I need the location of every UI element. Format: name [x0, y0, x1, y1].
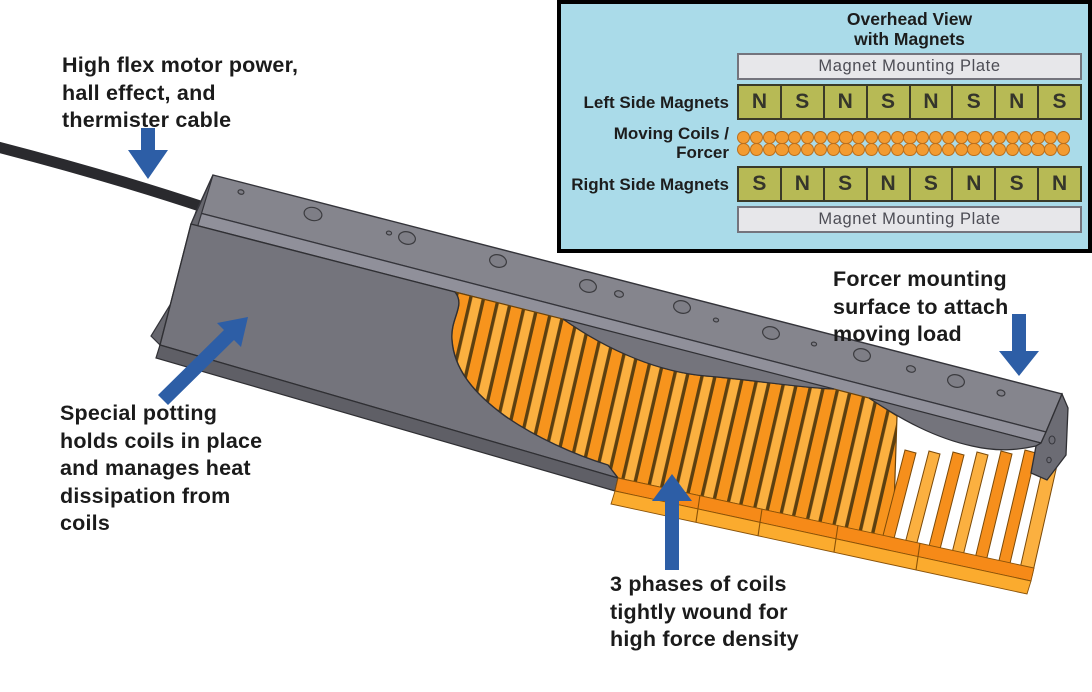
- magnet-cell: N: [994, 84, 1040, 121]
- moving-coils-label: Moving Coils / Forcer: [613, 124, 729, 163]
- coil-dot: [1056, 142, 1071, 156]
- coil-dot: [992, 142, 1007, 156]
- inset-top-plate-row: Magnet Mounting Plate: [565, 53, 1082, 81]
- coil-bottom-strip: [610, 477, 1035, 595]
- coil-dot: [737, 142, 751, 156]
- magnet-cell: S: [951, 84, 997, 121]
- coil-dot: [749, 142, 763, 156]
- potting-wave-middle: [562, 318, 835, 390]
- magnet-cell: S: [994, 166, 1040, 203]
- coil-dot-row: [737, 142, 1071, 156]
- end-cap-hole: [1046, 456, 1052, 464]
- right-magnets-label: Right Side Magnets: [571, 174, 729, 194]
- magnet-cell: N: [865, 166, 911, 203]
- coil-dot: [967, 142, 981, 156]
- end-cap-hole: [1048, 435, 1056, 445]
- note-coils: 3 phases of coils tightly wound for high…: [610, 572, 799, 652]
- note-potting: Special potting holds coils in place and…: [60, 401, 263, 536]
- arrow-potting: [158, 317, 248, 405]
- inset-coils-row: Moving Coils / Forcer: [565, 124, 1082, 162]
- motor-cable: [0, 141, 212, 214]
- coil-dot: [890, 142, 904, 156]
- magnet-cell: N: [822, 84, 868, 121]
- arrow-cable: [128, 128, 168, 179]
- coil-dot: [1018, 142, 1032, 156]
- inset-bottom-plate-row: Magnet Mounting Plate: [565, 206, 1082, 234]
- magnet-mounting-plate-top: Magnet Mounting Plate: [737, 53, 1082, 81]
- magnet-mounting-plate-bottom: Magnet Mounting Plate: [737, 206, 1082, 234]
- coil-dot-grid: [737, 130, 1082, 156]
- arrow-coils: [652, 474, 692, 570]
- arrow-mounting-surface: [999, 314, 1039, 376]
- coil-dot: [903, 142, 917, 156]
- coil-dot: [775, 142, 789, 156]
- coil-dot: [839, 142, 853, 156]
- potting-cover: [159, 223, 620, 480]
- coil-dot: [980, 142, 994, 156]
- coil-dot: [916, 142, 930, 156]
- inset-title-row: Overhead View with Magnets: [565, 9, 1082, 49]
- magnet-cell: S: [865, 84, 911, 121]
- magnet-cell: N: [779, 166, 825, 203]
- coil-dot: [941, 142, 955, 156]
- magnet-cell: N: [1037, 166, 1082, 203]
- coil-dot: [1044, 142, 1058, 156]
- note-cable: High flex motor power, hall effect, and …: [62, 53, 299, 133]
- magnet-cell: N: [737, 84, 782, 121]
- magnet-cell: S: [1037, 84, 1082, 121]
- coil-dot: [813, 142, 827, 156]
- coil-dot: [864, 142, 879, 156]
- left-magnets-label: Left Side Magnets: [583, 92, 729, 112]
- overhead-view-inset: Overhead View with Magnets Magnet Mounti…: [557, 0, 1092, 253]
- mounting-holes: [237, 189, 1006, 397]
- coil-dot: [1005, 142, 1019, 156]
- coil-dot: [928, 142, 943, 156]
- coil-dot: [800, 142, 815, 156]
- magnet-cell: S: [737, 166, 782, 203]
- coil-dot: [1031, 142, 1045, 156]
- coil-dot: [954, 142, 968, 156]
- potting-wave-right: [868, 397, 1043, 451]
- coil-dot: [788, 142, 802, 156]
- coil-dot: [826, 142, 840, 156]
- coil-dot: [762, 142, 776, 156]
- magnet-cell: S: [822, 166, 868, 203]
- magnet-cell: N: [951, 166, 997, 203]
- magnet-cell: S: [908, 166, 954, 203]
- note-mounting-surface: Forcer mounting surface to attach moving…: [833, 267, 1009, 347]
- coil-dot: [877, 142, 891, 156]
- coil-dot: [852, 142, 866, 156]
- magnet-cell: N: [908, 84, 954, 121]
- inset-title: Overhead View with Magnets: [846, 9, 973, 50]
- magnet-cell: S: [779, 84, 825, 121]
